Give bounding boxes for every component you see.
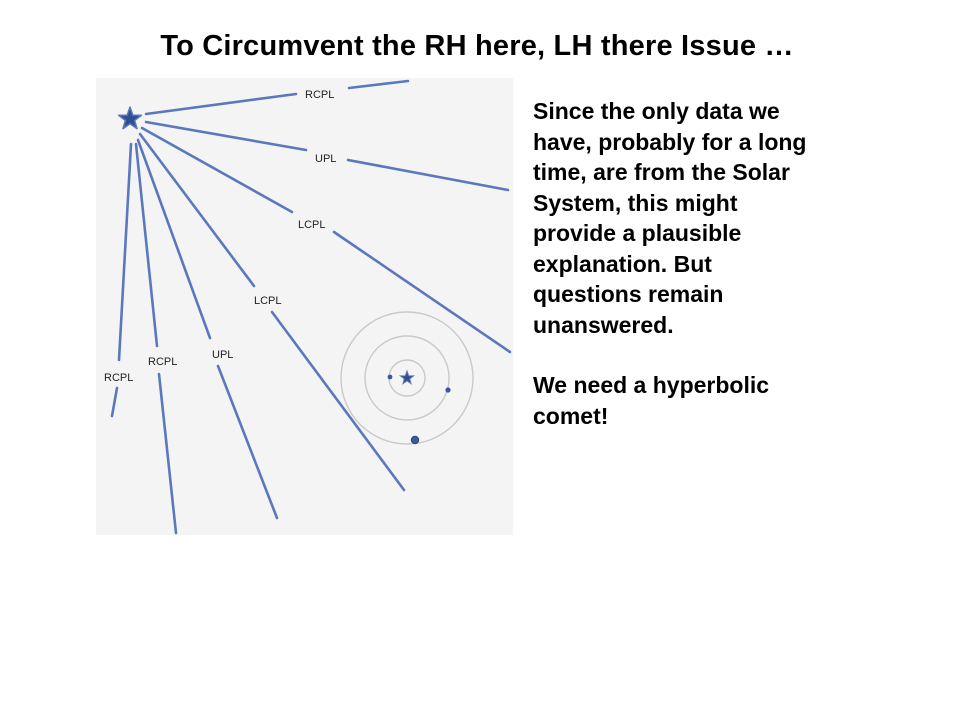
path-labels: RCPL UPL LCPL LCPL UPL RCPL RCPL [104,89,336,384]
label-upl-top: UPL [315,153,336,165]
planet-outer [410,435,420,445]
path-lcpl-mid-a [140,126,294,214]
sun-star-icon [398,369,416,385]
explanation-text: Since the only data we have, probably fo… [533,96,823,431]
solar-system [340,311,474,445]
path-upl-low-a [136,138,212,340]
middle-orbit [364,335,450,421]
path-rcpl-low-b [157,372,178,535]
planet-middle [445,387,451,393]
path-rcpl-left-b [110,386,119,418]
outer-orbit [340,311,474,445]
label-rcpl-top: RCPL [305,89,334,101]
star-icon [117,106,143,130]
label-rcpl-low: RCPL [148,356,177,368]
light-paths-diagram: RCPL UPL LCPL LCPL UPL RCPL RCPL [104,79,512,535]
conclusion-paragraph: We need a hyperbolic comet! [533,372,770,429]
path-lcpl-low-a [138,132,256,288]
path-rcpl-left-a [117,142,133,362]
path-rcpl-low-a [134,142,159,348]
path-rcpl-top-a [144,92,298,116]
path-lcpl-mid-b [332,230,512,354]
path-lcpl-low-b [270,310,406,492]
path-upl-top-a [144,120,308,152]
paragraph-gap [533,340,823,370]
label-rcpl-left: RCPL [104,372,133,384]
planets [387,374,451,445]
path-upl-low-b [216,364,279,520]
label-lcpl-low: LCPL [254,295,282,307]
path-upl-top-b [346,158,510,192]
planet-inner [387,374,393,380]
light-paths [110,79,512,535]
slide-title: To Circumvent the RH here, LH there Issu… [160,30,794,62]
label-lcpl-mid: LCPL [298,219,326,231]
diagram-panel: RCPL UPL LCPL LCPL UPL RCPL RCPL [96,78,513,535]
path-rcpl-top-b [347,79,410,90]
explanation-paragraph: Since the only data we have, probably fo… [533,98,807,338]
label-upl-low: UPL [212,349,233,361]
